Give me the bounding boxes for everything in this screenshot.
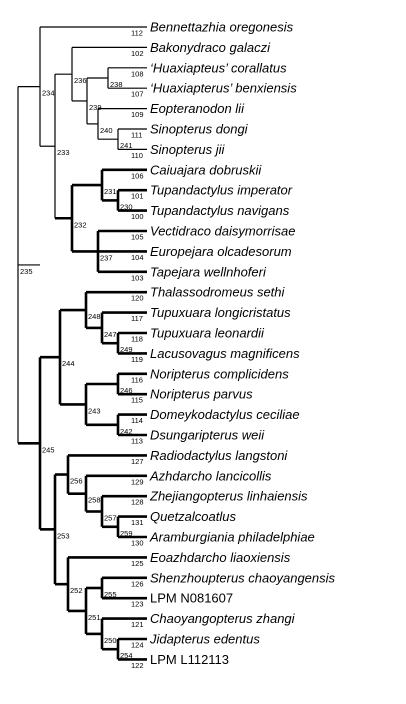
tip-number: 120 bbox=[131, 294, 144, 303]
node-label: 252 bbox=[70, 586, 83, 595]
node-label: 256 bbox=[70, 477, 83, 486]
node-label: 257 bbox=[104, 514, 117, 523]
node-label: 232 bbox=[74, 220, 87, 229]
taxon-name: Tupuxuara longicristatus bbox=[150, 305, 291, 320]
node-label: 240 bbox=[100, 126, 113, 135]
tip-number: 101 bbox=[131, 192, 144, 201]
tip-number: 111 bbox=[131, 131, 142, 140]
tip-number: 121 bbox=[131, 620, 144, 629]
tip-number: 126 bbox=[131, 579, 144, 588]
node-label: 239 bbox=[89, 103, 102, 112]
tip-number: 125 bbox=[131, 559, 144, 568]
tip-number: 100 bbox=[131, 212, 144, 221]
node-label: 249 bbox=[120, 345, 133, 354]
node-label: 243 bbox=[88, 406, 101, 415]
taxon-name: ‘Huaxiapterus’ benxiensis bbox=[150, 81, 297, 96]
tip-number: 112 bbox=[131, 29, 143, 38]
node-label: 251 bbox=[88, 613, 101, 622]
taxon-name: Thalassodromeus sethi bbox=[150, 285, 286, 300]
taxon-name: Tupuxuara leonardii bbox=[150, 326, 265, 341]
tip-number: 129 bbox=[131, 477, 144, 486]
tip-number: 131 bbox=[131, 518, 144, 527]
taxon-name: Aramburgiania philadelphiae bbox=[149, 530, 315, 545]
tip-number: 118 bbox=[131, 335, 143, 344]
taxon-name: Eopteranodon lii bbox=[150, 101, 245, 116]
taxon-name: Bakonydraco galaczi bbox=[150, 40, 271, 55]
taxon-name: Eoazhdarcho liaoxiensis bbox=[150, 550, 291, 565]
tip-number: 102 bbox=[131, 49, 144, 58]
node-label: 258 bbox=[88, 496, 101, 505]
taxon-name: Tupandactylus imperator bbox=[150, 183, 293, 198]
taxon-name: Noripterus complicidens bbox=[150, 366, 289, 381]
tip-number: 119 bbox=[131, 355, 143, 364]
tip-number: 107 bbox=[131, 90, 144, 99]
taxon-name: Chaoyangopterus zhangi bbox=[150, 611, 296, 626]
tip-number: 105 bbox=[131, 233, 144, 242]
tip-number: 127 bbox=[131, 457, 144, 466]
node-label: 241 bbox=[120, 141, 133, 150]
taxon-name: Azhdarcho lancicollis bbox=[149, 468, 272, 483]
taxon-name: Europejara olcadesorum bbox=[150, 244, 292, 259]
tip-number: 109 bbox=[131, 110, 144, 119]
node-label: 250 bbox=[104, 636, 117, 645]
node-label: 246 bbox=[120, 386, 133, 395]
taxon-name: Domeykodactylus ceciliae bbox=[150, 407, 300, 422]
taxon-name: Vectidraco daisymorrisae bbox=[150, 224, 295, 239]
taxon-name: Tapejara wellnhoferi bbox=[150, 264, 267, 279]
taxon-name: LPM N081607 bbox=[150, 591, 233, 606]
tip-number: 110 bbox=[131, 151, 143, 160]
taxon-name: ‘Huaxiapteus’ corallatus bbox=[150, 60, 287, 75]
tip-number: 114 bbox=[131, 416, 143, 425]
tip-number: 113 bbox=[131, 437, 143, 446]
tip-number: 115 bbox=[131, 396, 143, 405]
tip-number: 116 bbox=[131, 375, 143, 384]
taxon-name: Radiodactylus langstoni bbox=[150, 448, 288, 463]
tree-branches bbox=[17, 26, 147, 661]
node-label: 253 bbox=[57, 531, 70, 540]
node-label: 247 bbox=[104, 330, 117, 339]
node-label: 259 bbox=[120, 529, 133, 538]
taxon-name: Sinopterus dongi bbox=[150, 122, 249, 137]
node-label: 234 bbox=[42, 89, 55, 98]
tip-number: 123 bbox=[131, 600, 144, 609]
node-label: 255 bbox=[104, 590, 117, 599]
taxon-name: Sinopterus jii bbox=[150, 142, 226, 157]
node-label: 235 bbox=[20, 267, 33, 276]
tip-number: 122 bbox=[131, 661, 144, 670]
taxon-name: Jidapterus edentus bbox=[149, 632, 260, 647]
node-label: 233 bbox=[57, 148, 70, 157]
taxon-name: LPM L112113 bbox=[150, 652, 229, 667]
tip-number: 130 bbox=[131, 539, 144, 548]
taxon-name: Caiuajara dobruskii bbox=[150, 162, 262, 177]
tip-number: 103 bbox=[131, 273, 144, 282]
tip-number: 117 bbox=[131, 314, 143, 323]
node-label: 230 bbox=[120, 202, 133, 211]
node-label: 248 bbox=[88, 312, 101, 321]
tip-number: 104 bbox=[131, 253, 144, 262]
node-label: 254 bbox=[120, 651, 133, 660]
tip-number: 128 bbox=[131, 498, 144, 507]
node-label: 238 bbox=[110, 80, 123, 89]
tip-number: 106 bbox=[131, 171, 144, 180]
node-label: 237 bbox=[100, 253, 113, 262]
taxon-name: Zhejiangopterus linhaiensis bbox=[149, 489, 308, 504]
taxon-name: Lacusovagus magnificens bbox=[150, 346, 300, 361]
taxon-name: Bennettazhia oregonesis bbox=[150, 20, 294, 35]
taxon-name: Tupandactylus navigans bbox=[150, 203, 290, 218]
tip-number: 124 bbox=[131, 641, 144, 650]
node-label: 242 bbox=[120, 427, 133, 436]
node-label: 231 bbox=[104, 187, 117, 196]
node-label: 236 bbox=[74, 76, 87, 85]
taxon-name: Noripterus parvus bbox=[150, 387, 253, 402]
taxon-name: Dsungaripterus weii bbox=[150, 428, 265, 443]
taxon-name: Shenzhoupterus chaoyangensis bbox=[150, 570, 336, 585]
node-label: 245 bbox=[42, 445, 55, 454]
tip-number: 108 bbox=[131, 69, 144, 78]
node-label: 244 bbox=[62, 359, 75, 368]
taxon-name: Quetzalcoatlus bbox=[150, 509, 236, 524]
